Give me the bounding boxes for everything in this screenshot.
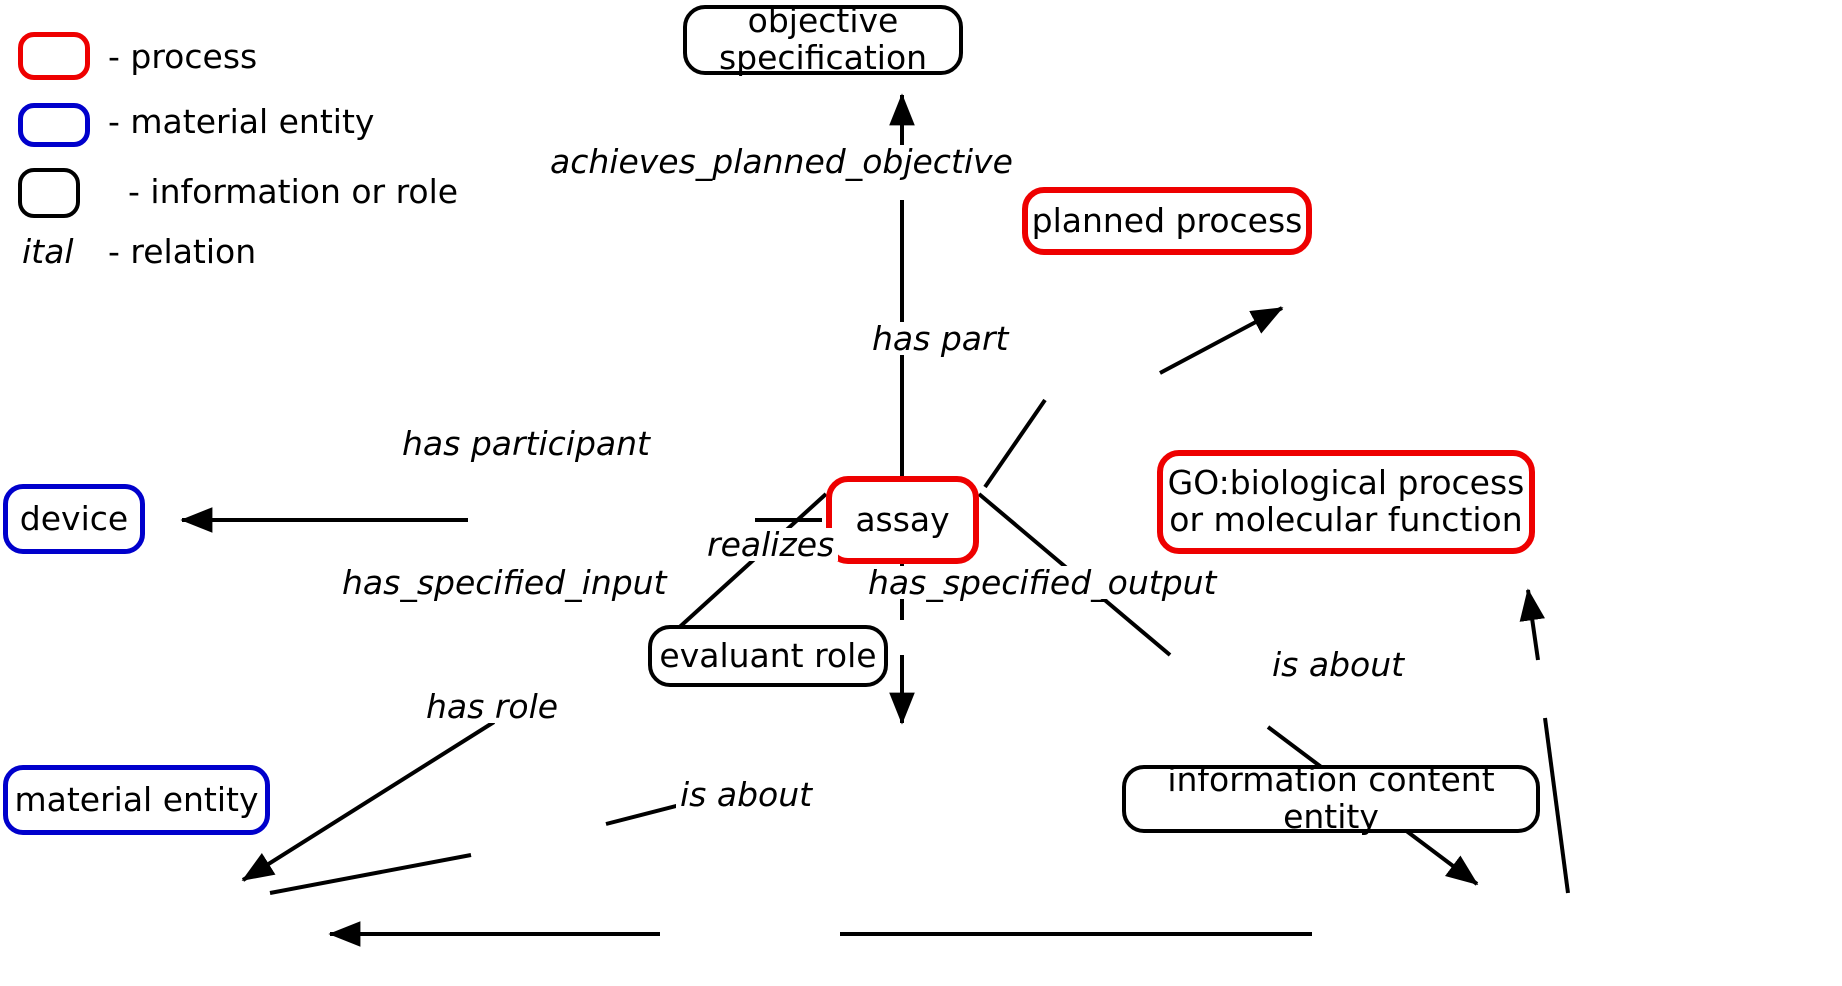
edge-is-about-go (1519, 588, 1570, 894)
node-go-biological-process-or-molecular-function[interactable]: GO:biological process or molecular funct… (1157, 450, 1535, 554)
legend-swatch-material-entity (18, 103, 90, 147)
legend-sample-relation: ital (22, 232, 74, 271)
node-objective-specification[interactable]: objective specification (683, 1, 963, 77)
node-device[interactable]: device (3, 484, 145, 554)
edge-label-has-role: has role (422, 690, 563, 723)
edge-label-is-about-material-entity: is about (676, 778, 817, 811)
node-label: assay (855, 499, 950, 539)
legend-label-material-entity: - material entity (108, 102, 375, 141)
node-label: planned process (1031, 200, 1303, 240)
node-assay[interactable]: assay (826, 476, 979, 564)
node-planned-process[interactable]: planned process (1022, 187, 1312, 255)
edge-label-is-about-go: is about (1268, 648, 1409, 681)
legend-label-process: - process (108, 37, 258, 76)
node-label: material entity (14, 779, 259, 819)
edge-label-has-specified-output: has_specified_output (864, 566, 1221, 599)
node-material-entity[interactable]: material entity (3, 765, 270, 835)
node-label: device (19, 498, 129, 538)
edge-label-achieves-planned-objective: achieves_planned_objective (546, 145, 1017, 178)
node-evaluant-role[interactable]: evaluant role (648, 625, 888, 687)
edge-label-realizes: realizes (703, 528, 839, 561)
edge-label-has-specified-input: has_specified_input (338, 566, 671, 599)
edge-label-has-participant: has participant (398, 427, 654, 460)
node-label: evaluant role (659, 635, 877, 675)
legend-label-information-or-role: - information or role (128, 172, 459, 211)
legend-swatch-information-or-role (18, 168, 80, 218)
edge-label-has-part: has part (868, 322, 1013, 355)
node-label: GO:biological process or molecular funct… (1167, 463, 1525, 539)
edge-has-part (983, 306, 1284, 489)
node-information-content-entity[interactable]: information content entity (1122, 760, 1540, 836)
node-label: information content entity (1167, 760, 1495, 836)
node-label: objective specification (718, 1, 928, 77)
legend-swatch-process (18, 32, 90, 80)
legend-label-relation: - relation (108, 232, 257, 271)
